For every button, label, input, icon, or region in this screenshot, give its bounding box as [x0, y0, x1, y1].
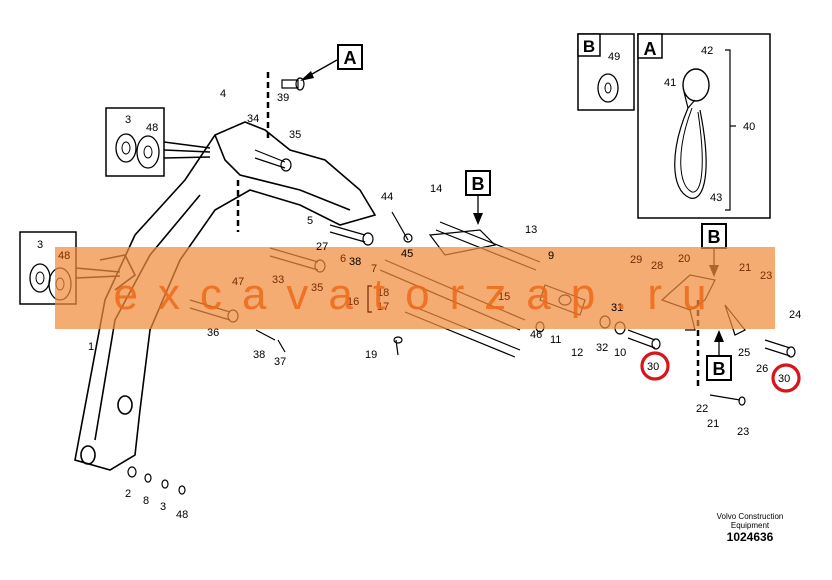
callout-3-lower: 3 [37, 239, 43, 251]
callout-19: 19 [365, 349, 377, 361]
callout-48-bottom: 48 [176, 509, 188, 521]
callout-40: 40 [743, 121, 755, 133]
bracket-16 [367, 285, 372, 313]
callout-35-lower: 35 [311, 282, 323, 294]
ref-label-b-right: B [708, 227, 721, 247]
inset-3-48-upper [105, 107, 211, 177]
ref-label-b-mid: B [472, 174, 485, 194]
callout-30-left: 30 [647, 361, 659, 373]
ref-label-a: A [344, 48, 357, 68]
callout-22: 22 [696, 403, 708, 415]
inset-b-49 [577, 33, 635, 111]
callout-1: 1 [88, 341, 94, 353]
callout-47: 47 [232, 276, 244, 288]
ref-box-a-top: A [300, 44, 363, 81]
callout-20: 20 [678, 253, 690, 265]
callout-38-upper: 38 [349, 256, 361, 268]
callout-21-lower: 21 [707, 418, 719, 430]
callout-24: 24 [789, 309, 801, 321]
callout-17: 17 [377, 301, 389, 313]
callout-36: 36 [207, 327, 219, 339]
callout-7: 7 [371, 263, 377, 275]
callout-46: 46 [530, 329, 542, 341]
callout-32: 32 [596, 342, 608, 354]
callout-21-upper: 21 [739, 262, 751, 274]
callout-28: 28 [651, 260, 663, 272]
callout-8: 8 [143, 495, 149, 507]
callout-45: 45 [401, 248, 413, 260]
watermark-band [55, 247, 775, 329]
callout-13: 13 [525, 224, 537, 236]
callout-23-lower: 23 [737, 426, 749, 438]
ref-label-b-lower: B [713, 359, 726, 379]
highlight-30-left [640, 351, 670, 381]
callout-14: 14 [430, 183, 442, 195]
callout-49: 49 [608, 51, 620, 63]
callout-15: 15 [498, 291, 510, 303]
callout-25: 25 [738, 347, 750, 359]
callout-38-lower: 38 [253, 349, 265, 361]
callout-29: 29 [630, 254, 642, 266]
callout-48-upper: 48 [146, 122, 158, 134]
callout-9: 9 [548, 250, 554, 262]
callout-48-lower: 48 [58, 250, 70, 262]
ref-label-a-inset: A [644, 39, 657, 59]
callout-18: 18 [377, 287, 389, 299]
callout-41: 41 [664, 77, 676, 89]
callout-3-upper: 3 [125, 114, 131, 126]
callout-23-upper: 23 [760, 270, 772, 282]
ref-label-b-inset: B [583, 37, 595, 56]
ref-box-b-lower: B [706, 330, 732, 381]
callout-37: 37 [274, 356, 286, 368]
callout-12: 12 [571, 347, 583, 359]
callout-5: 5 [307, 215, 313, 227]
inset-a-40 [637, 33, 771, 219]
callout-44: 44 [381, 191, 393, 203]
dashed-leaders [236, 72, 700, 388]
ref-box-b-mid: B [465, 170, 491, 225]
highlight-30-right [771, 363, 801, 393]
callout-33: 33 [272, 274, 284, 286]
callout-16: 16 [347, 296, 359, 308]
callout-43: 43 [710, 192, 722, 204]
callout-11: 11 [550, 334, 561, 346]
callout-42: 42 [701, 45, 713, 57]
callout-27: 27 [316, 241, 328, 253]
callout-10: 10 [614, 347, 626, 359]
callout-4: 4 [220, 88, 226, 100]
brand-label: Volvo Construction Equipment [716, 512, 784, 530]
callout-30-right: 30 [778, 373, 790, 385]
callout-34: 34 [247, 113, 259, 125]
callout-35-upper: 35 [289, 129, 301, 141]
callout-2: 2 [125, 488, 131, 500]
callout-26: 26 [756, 363, 768, 375]
callout-6: 6 [340, 253, 346, 265]
callout-3-bottom: 3 [160, 501, 166, 513]
callout-31: 31 [611, 302, 623, 314]
callout-numbers: 1 2 3 3 3 4 5 6 7 8 9 10 11 12 13 14 15 … [37, 45, 801, 521]
watermark-text: excavatorzap.ru [113, 270, 727, 319]
document-number: 1024636 [726, 530, 774, 544]
callout-39: 39 [277, 92, 289, 104]
